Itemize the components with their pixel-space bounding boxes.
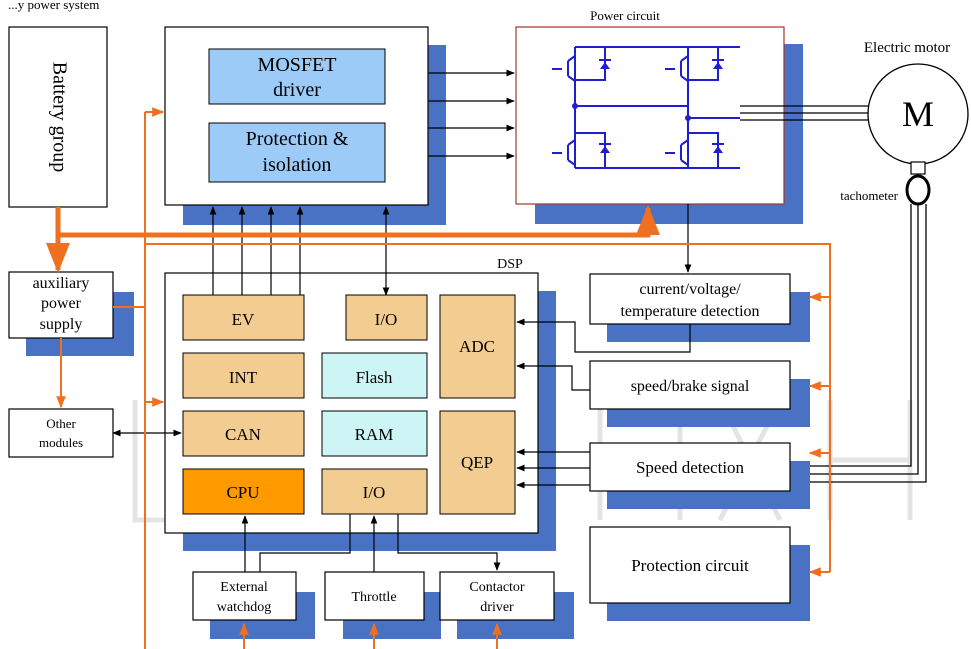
power-wires	[46, 107, 831, 649]
cpu-module	[182, 468, 305, 515]
tachometer-label: tachometer	[840, 188, 898, 203]
contactor-box	[439, 571, 555, 621]
adc-module	[439, 294, 516, 399]
io-top-label: I/O	[375, 310, 398, 329]
can-label: CAN	[225, 425, 261, 444]
electric-motor-label: Electric motor	[864, 40, 950, 56]
protection-isolation-box	[208, 122, 386, 183]
ram-label: RAM	[355, 425, 394, 444]
mosfet-driver-line2: driver	[273, 79, 321, 101]
protection-isolation-line2: isolation	[263, 154, 332, 176]
qep-label: QEP	[461, 453, 493, 472]
speed-detection-label: Speed detection	[636, 458, 745, 477]
int-module	[182, 352, 305, 399]
cpu-label: CPU	[226, 483, 259, 502]
detection-line1: current/voltage/	[639, 281, 741, 298]
io-top-module	[345, 294, 428, 341]
mosfet-driver-line1: MOSFET	[258, 54, 337, 76]
watchdog-line2: watchdog	[217, 600, 271, 615]
protection-isolation-line1: Protection &	[246, 128, 349, 150]
throttle-label: Throttle	[351, 590, 396, 605]
ram-module	[321, 410, 428, 457]
throttle-box	[324, 571, 425, 621]
flash-label: Flash	[356, 368, 393, 387]
contactor-line2: driver	[480, 600, 514, 615]
speed-detection-box	[589, 442, 791, 492]
dsp-label: DSP	[497, 257, 523, 272]
int-label: INT	[229, 368, 258, 387]
mosfet-driver-box	[208, 48, 386, 105]
other-modules-line1: Other	[46, 416, 76, 431]
watchdog-box	[192, 571, 297, 621]
ev-label: EV	[232, 310, 255, 329]
power-circuit-label: Power circuit	[590, 8, 660, 23]
tachometer-icon	[905, 174, 931, 206]
speed-brake-box	[589, 360, 791, 410]
other-modules-box	[8, 408, 114, 458]
ev-module	[182, 294, 305, 341]
detection-line2: temperature detection	[620, 303, 759, 320]
qep-module	[439, 410, 516, 515]
aux-power-line2: power	[41, 295, 82, 312]
io-bottom-module	[321, 468, 428, 515]
protection-circuit-label: Protection circuit	[631, 556, 749, 575]
inverter-bridge	[552, 46, 740, 169]
adc-label: ADC	[459, 337, 495, 356]
battery-label: Battery group	[48, 62, 70, 173]
protection-circuit-box	[589, 526, 791, 604]
watchdog-line1: External	[220, 580, 268, 595]
power-circuit-box	[515, 26, 785, 205]
contactor-line1: Contactor	[469, 580, 525, 595]
aux-power-line3: supply	[40, 316, 83, 333]
aux-power-line1: auxiliary	[33, 275, 90, 292]
motor-shaft	[910, 161, 926, 175]
signal-connectors	[112, 69, 692, 572]
io-bottom-label: I/O	[363, 483, 386, 502]
bridge-diodes	[572, 59, 724, 153]
can-module	[182, 410, 305, 457]
flash-module	[321, 352, 428, 399]
other-modules-line2: modules	[39, 435, 83, 450]
speed-brake-label: speed/brake signal	[631, 378, 750, 395]
phase-wires	[740, 105, 870, 121]
battery-box	[8, 26, 108, 208]
tachometer-wires	[793, 204, 927, 483]
motor-letter: M	[902, 94, 934, 134]
header-fragment: ...y power system	[8, 0, 99, 12]
